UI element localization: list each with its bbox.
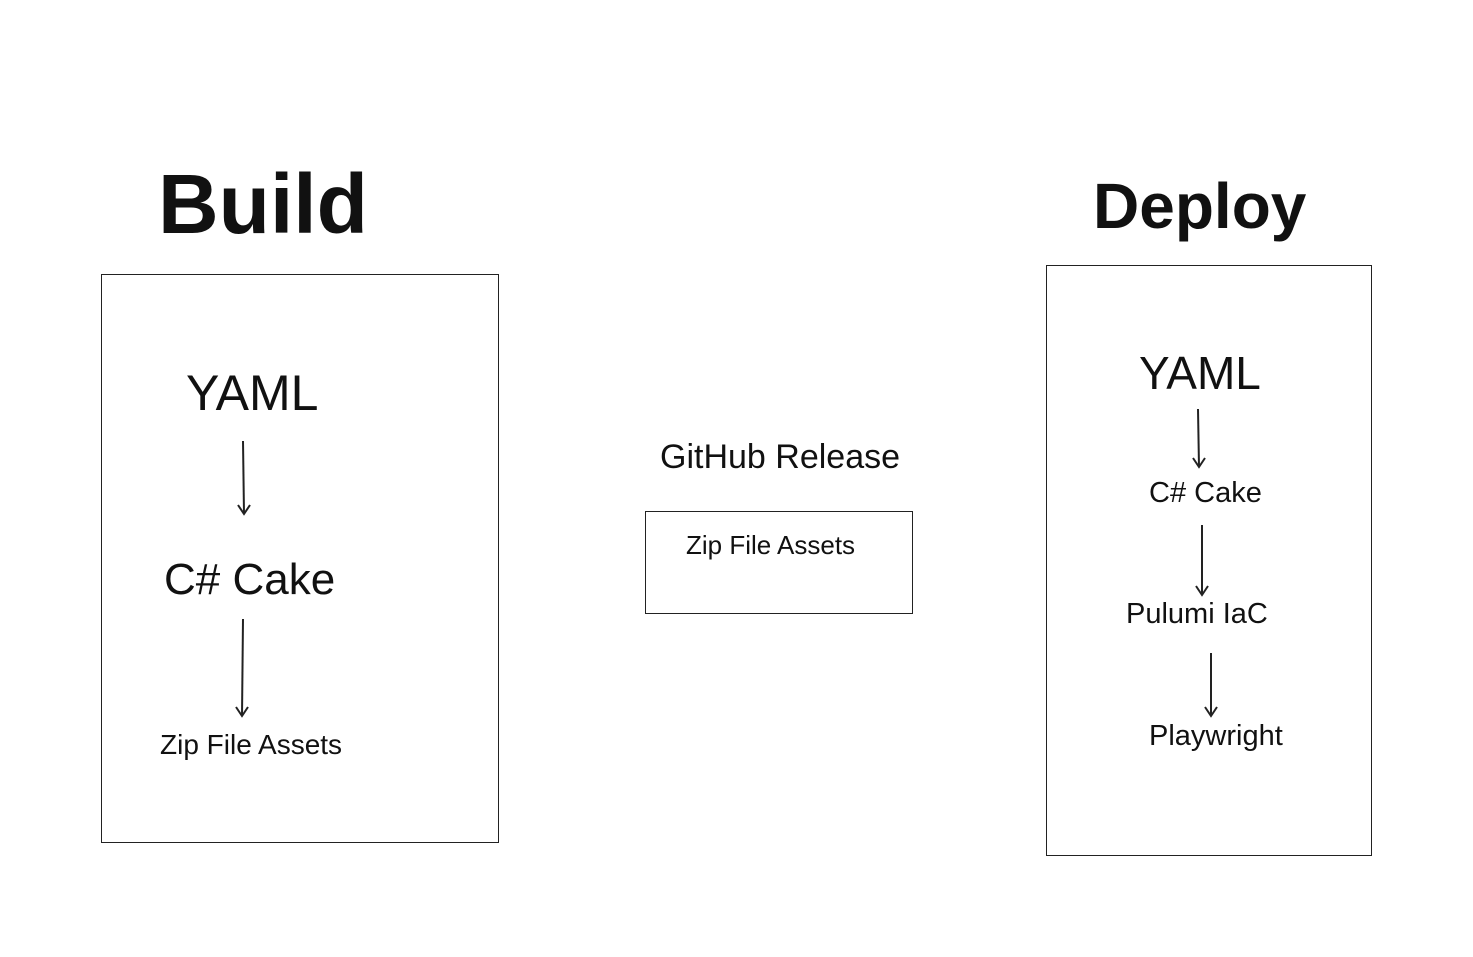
release-asset-label: Zip File Assets — [686, 530, 856, 560]
deploy-step-playwright: Playwright — [1149, 720, 1283, 752]
build-stage-box — [101, 274, 499, 843]
release-title: GitHub Release — [660, 438, 901, 476]
deploy-step-cake: C# Cake — [1149, 477, 1262, 509]
deploy-step-yaml: YAML — [1139, 347, 1261, 399]
build-step-cake: C# Cake — [164, 555, 336, 604]
build-step-yaml: YAML — [186, 365, 319, 421]
deploy-title: Deploy — [1093, 170, 1307, 242]
deploy-step-pulumi: Pulumi IaC — [1126, 598, 1268, 630]
deploy-stage-box — [1046, 265, 1372, 856]
build-step-zip: Zip File Assets — [160, 729, 343, 760]
build-title: Build — [158, 157, 368, 251]
release-assets-box — [645, 511, 913, 614]
